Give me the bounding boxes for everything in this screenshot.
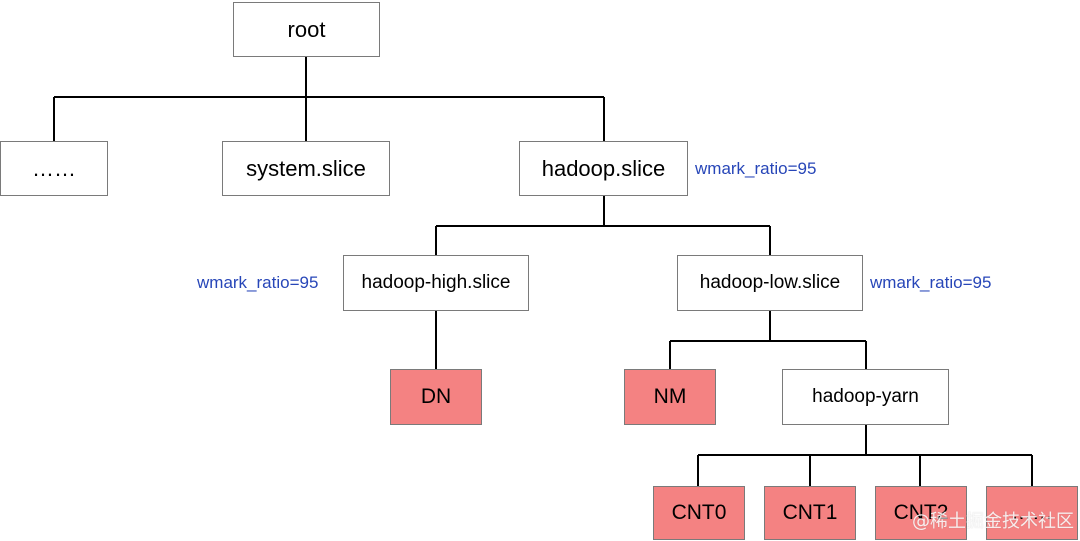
node-dn: DN bbox=[390, 369, 482, 425]
node-hadoop-yarn-label: hadoop-yarn bbox=[812, 386, 919, 407]
node-cnt0: CNT0 bbox=[653, 486, 745, 540]
node-hadoop-yarn: hadoop-yarn bbox=[782, 369, 949, 425]
node-ellipsis: …… bbox=[0, 141, 108, 196]
node-nm-label: NM bbox=[653, 385, 687, 408]
node-cnt2-label: CNT2 bbox=[893, 501, 949, 524]
node-root-label: root bbox=[287, 16, 326, 42]
node-cnt3: …… bbox=[986, 486, 1078, 540]
node-root: root bbox=[233, 2, 380, 57]
node-system-slice-label: system.slice bbox=[246, 155, 366, 181]
node-cnt0-label: CNT0 bbox=[671, 501, 727, 524]
node-cnt1-label: CNT1 bbox=[782, 501, 838, 524]
watermark: @稀土掘金技术社区 bbox=[912, 511, 1074, 532]
node-system-slice: system.slice bbox=[222, 141, 390, 196]
node-hadoop-low-slice: hadoop-low.slice bbox=[677, 255, 863, 311]
node-ellipsis-label: …… bbox=[32, 155, 76, 181]
node-cnt1: CNT1 bbox=[764, 486, 856, 540]
node-hadoop-high-slice-label: hadoop-high.slice bbox=[361, 272, 511, 293]
node-cnt2: CNT2 bbox=[875, 486, 967, 540]
node-hadoop-high-slice: hadoop-high.slice bbox=[343, 255, 529, 311]
node-nm: NM bbox=[624, 369, 716, 425]
node-hadoop-slice: hadoop.slice bbox=[519, 141, 688, 196]
node-hadoop-slice-label: hadoop.slice bbox=[541, 155, 666, 181]
annotation-hadoop-low-slice: wmark_ratio=95 bbox=[870, 273, 992, 292]
node-dn-label: DN bbox=[420, 385, 452, 408]
annotation-hadoop-high-slice: wmark_ratio=95 bbox=[197, 273, 319, 292]
annotation-hadoop-slice: wmark_ratio=95 bbox=[695, 159, 817, 178]
node-cnt3-label: …… bbox=[1011, 501, 1053, 524]
node-hadoop-low-slice-label: hadoop-low.slice bbox=[699, 272, 841, 293]
